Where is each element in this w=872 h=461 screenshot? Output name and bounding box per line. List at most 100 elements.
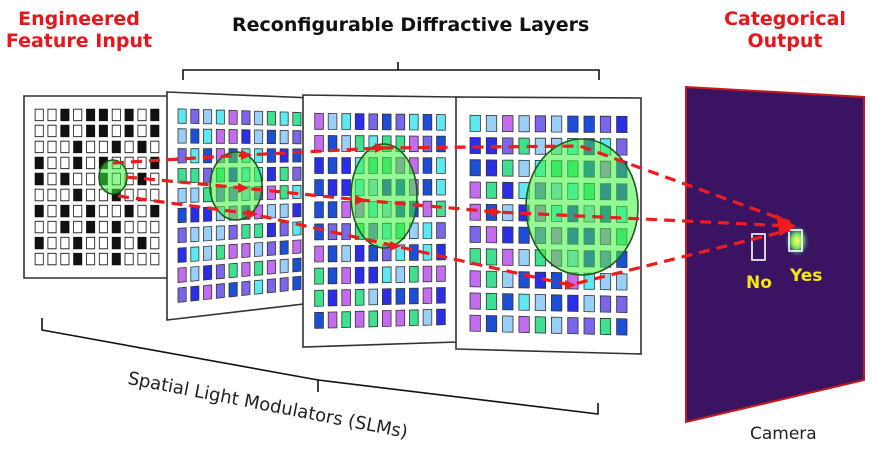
pixel	[190, 148, 200, 164]
arrow-tip	[375, 143, 386, 153]
pixel	[34, 140, 44, 154]
pixel	[124, 252, 134, 266]
pixel	[266, 148, 276, 163]
pixel	[150, 236, 160, 250]
pixel	[354, 113, 365, 131]
pixel	[215, 263, 225, 280]
pixel	[518, 293, 530, 311]
pixel	[279, 203, 289, 219]
pixel	[215, 128, 225, 144]
pixel	[354, 310, 365, 328]
pixel	[599, 317, 612, 336]
pixel	[518, 315, 530, 334]
pixel	[124, 156, 134, 170]
pixel	[34, 236, 44, 250]
pixel	[203, 128, 213, 144]
pixel	[150, 252, 160, 266]
pixel	[292, 166, 302, 181]
slm-panel-3	[455, 96, 642, 355]
pixel	[111, 204, 121, 218]
pixel	[266, 166, 276, 182]
pixel	[395, 287, 406, 305]
pixel	[314, 135, 324, 152]
pixel	[436, 222, 446, 239]
yes-label: Yes	[790, 266, 823, 286]
pixel	[567, 317, 579, 335]
pixel	[228, 109, 238, 125]
pixel	[409, 244, 419, 261]
pixel	[327, 267, 338, 285]
pixel	[292, 257, 302, 273]
pixel	[177, 207, 187, 224]
bottom-bracket	[41, 318, 599, 415]
pixel	[469, 292, 481, 310]
input-heading-line1: Engineered	[18, 8, 140, 30]
pixel	[111, 108, 121, 122]
pixel	[341, 311, 351, 329]
arrow-tip	[238, 183, 249, 193]
pixel	[215, 109, 225, 125]
output-heading: Categorical Output	[710, 8, 860, 52]
pixel	[111, 220, 121, 234]
pixel	[469, 181, 481, 199]
pixel	[314, 267, 324, 285]
pixel	[292, 203, 302, 218]
pixel	[551, 294, 563, 312]
pixel	[409, 222, 419, 240]
pixel	[314, 179, 324, 197]
output-heading-line1: Categorical	[724, 8, 846, 30]
pixel	[47, 220, 57, 234]
pixel	[254, 223, 264, 239]
pixel	[177, 247, 187, 263]
pixel	[436, 135, 446, 153]
yes-spot-glow	[785, 225, 809, 257]
pixel	[422, 113, 433, 131]
pixel	[485, 181, 498, 199]
pixel	[469, 225, 481, 243]
layers-heading: Reconfigurable Diffractive Layers	[232, 14, 590, 36]
pixel	[73, 252, 83, 266]
pixel	[190, 207, 200, 223]
pixel	[502, 315, 514, 333]
pixel	[60, 108, 70, 122]
pixel	[254, 279, 264, 295]
pixel	[327, 245, 338, 263]
pixel	[422, 222, 433, 239]
pixel	[34, 156, 44, 170]
pixel	[368, 310, 379, 328]
pixel	[190, 187, 200, 203]
pixel	[354, 266, 365, 284]
pixel	[354, 244, 365, 262]
pixel	[177, 227, 187, 244]
pixel	[422, 265, 433, 283]
pixel	[518, 159, 530, 177]
pixel	[616, 115, 628, 134]
pixel	[137, 220, 147, 234]
pixel	[215, 283, 225, 299]
pixel	[266, 129, 276, 145]
pixel	[241, 129, 251, 144]
pixel	[86, 220, 96, 234]
pixel	[228, 262, 238, 279]
pixel	[583, 317, 595, 335]
yes-detector-box	[788, 229, 803, 252]
pixel	[551, 271, 563, 290]
pixel	[354, 288, 365, 306]
pixel	[73, 220, 83, 234]
pixel	[409, 113, 419, 131]
pixel	[551, 115, 563, 133]
pixel	[137, 124, 147, 138]
pixel	[86, 188, 96, 202]
pixel	[341, 201, 351, 218]
pixel	[266, 204, 276, 219]
pixel	[266, 185, 276, 201]
pixel	[124, 220, 134, 234]
pixel	[47, 236, 57, 250]
pixel	[86, 108, 96, 122]
pixel	[34, 172, 44, 186]
pixel	[177, 266, 187, 283]
pixel	[137, 172, 147, 186]
arrow-tip	[565, 280, 576, 290]
pixel	[279, 185, 289, 200]
